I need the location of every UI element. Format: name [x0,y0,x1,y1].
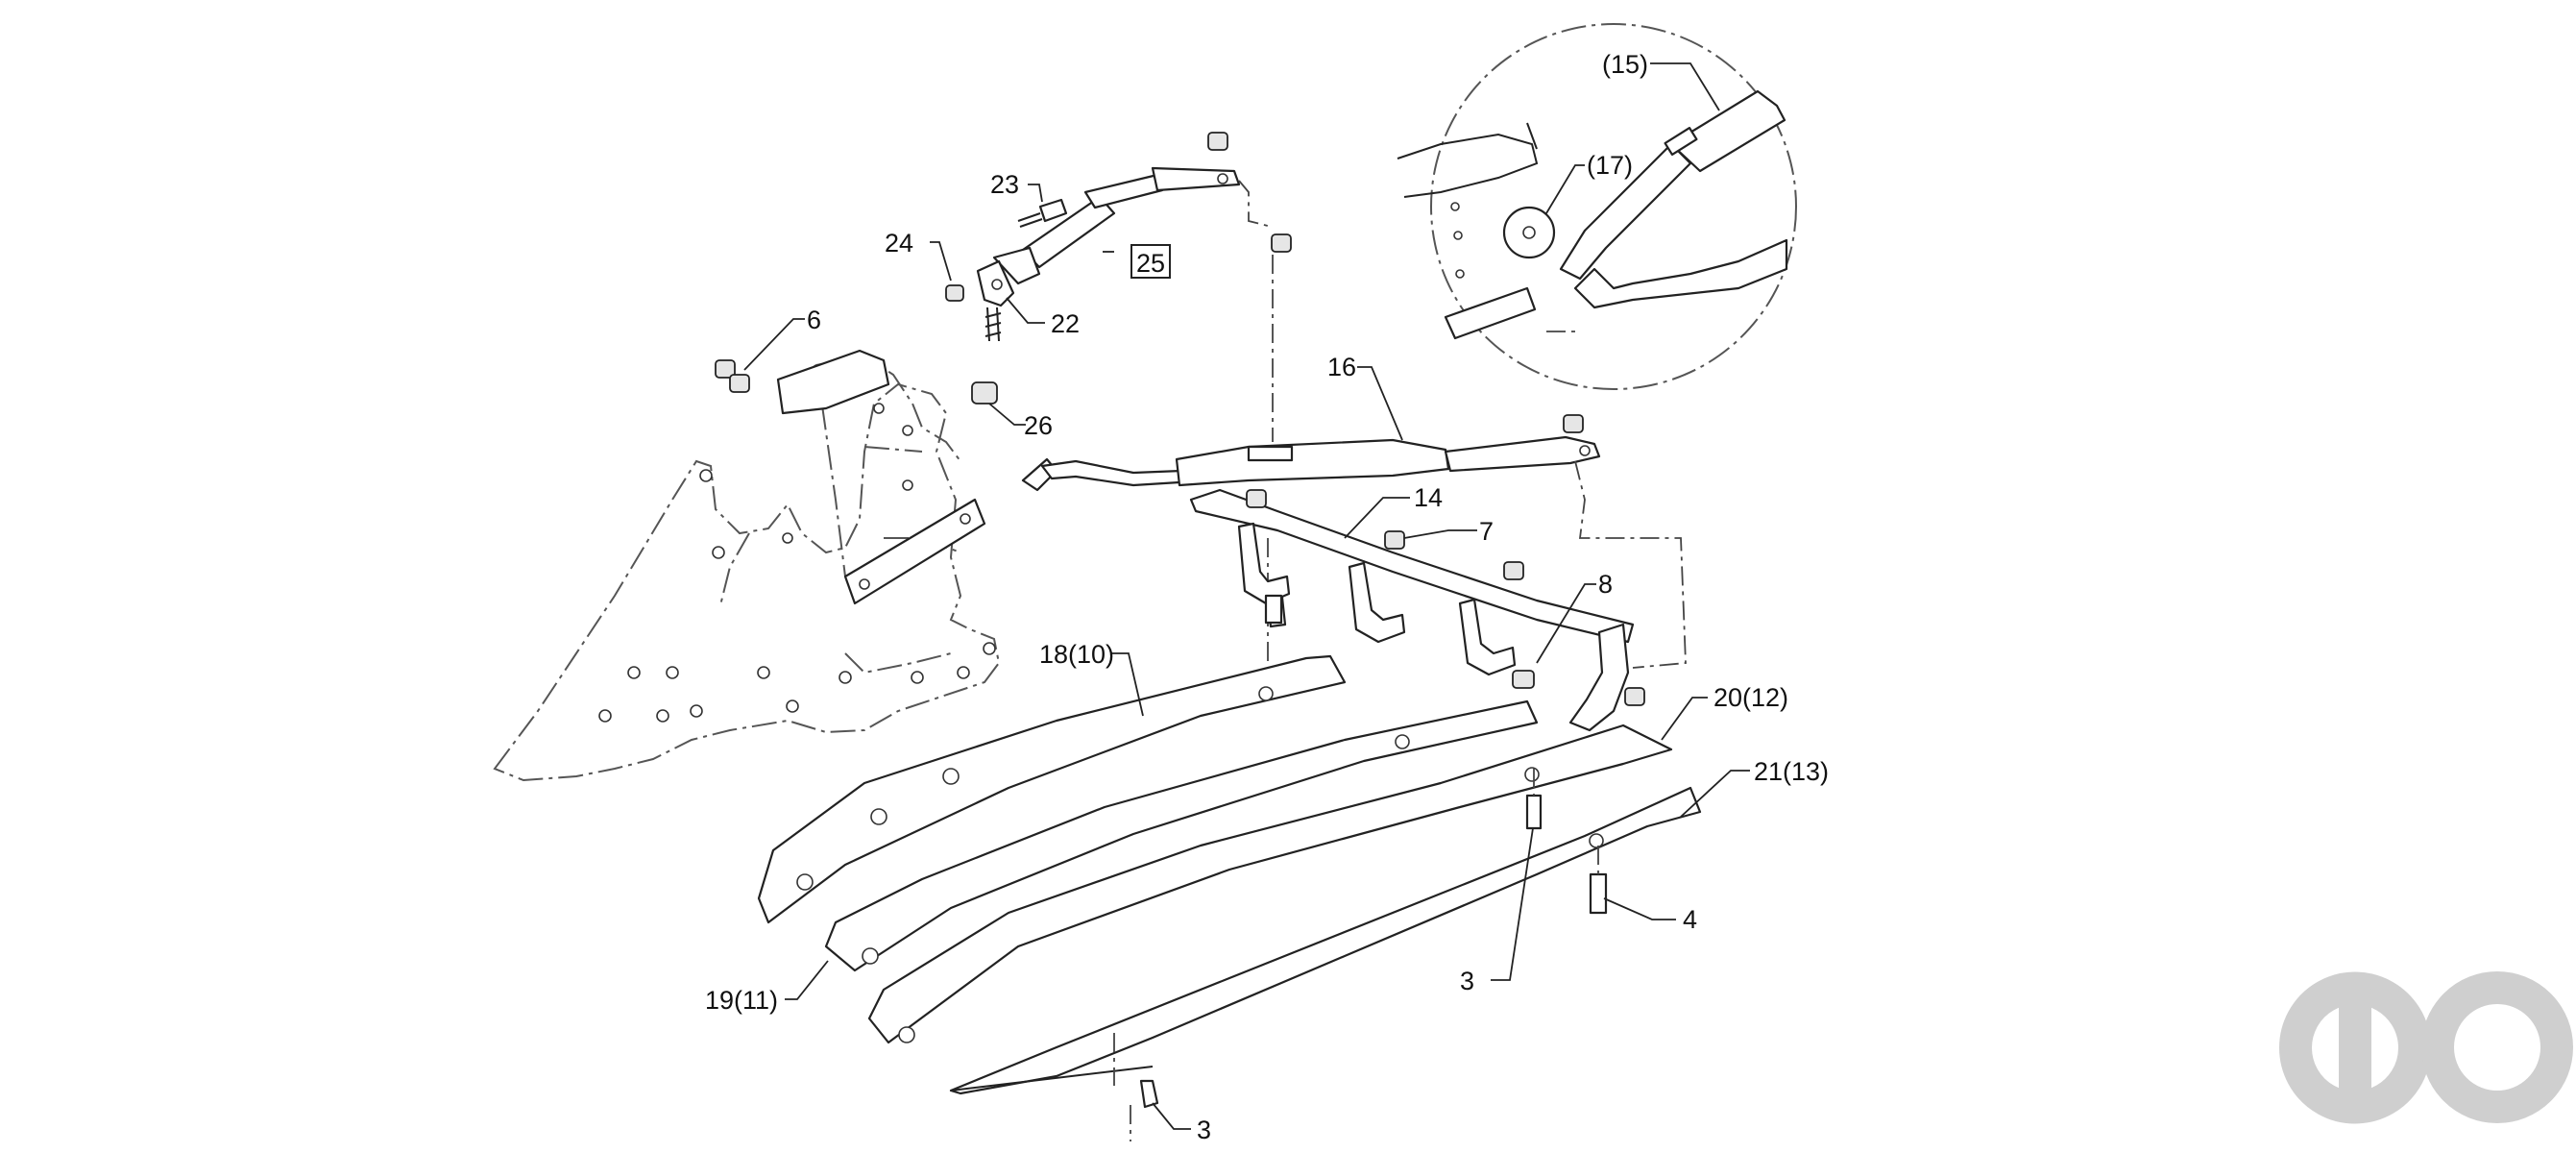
callout-15: (15) [1602,50,1648,79]
callout-22: 22 [1051,309,1080,338]
nut-7 [1384,530,1405,550]
nut-26 [971,381,998,405]
callout-4: 4 [1683,905,1697,934]
callout-19: 19(11) [705,986,778,1015]
callout-25-box [1130,244,1171,279]
nut-top-right [1207,132,1228,151]
nut-8b [1624,687,1645,706]
bolt-3-upper [1525,769,1543,830]
bolt-3-lower [1113,1033,1159,1141]
bolt-6 [715,359,750,393]
callout-18: 18(10) [1039,640,1114,669]
nut-mid [1271,233,1292,253]
bracket-bar-14 [1189,488,1635,732]
blade-20 [867,724,1673,1044]
callout-7: 7 [1479,517,1494,546]
callout-25: 25 [1136,249,1165,278]
callout-16: 16 [1327,353,1356,381]
bolt-14-lower [1264,594,1283,625]
callout-14: 14 [1414,483,1443,512]
callout-24: 24 [885,229,913,258]
nut-7b [1503,561,1524,580]
plough-frame [493,349,1001,782]
brand-logo-mark [2279,971,2573,1124]
callout-23: 23 [990,170,1019,199]
nut-24 [945,284,964,302]
blade-18 [757,654,1347,924]
callout-21: 21(13) [1754,757,1829,786]
bolt-23 [1017,198,1068,228]
blade-21 [949,786,1702,1095]
callout-8: 8 [1598,570,1613,599]
nut-16-end [1563,414,1584,433]
callout-26: 26 [1024,411,1053,440]
nut-7a [1246,489,1267,508]
washer-8 [1512,670,1535,689]
turnbuckle-16 [1021,255,1687,673]
callout-labels: (15) (17) 23 24 25 22 6 26 16 14 7 8 18(… [705,50,1829,1144]
callout-3-lower: 3 [1197,1116,1211,1144]
blade-19 [824,699,1539,972]
callout-3-upper: 3 [1460,967,1474,995]
bolt-4 [1589,846,1608,915]
leader-lines [743,62,1750,1130]
callout-20: 20(12) [1713,683,1788,712]
callout-6: 6 [807,306,821,334]
detail-inset [1397,23,1797,390]
turnbuckle-25 [992,166,1269,285]
callout-17: (17) [1587,151,1633,180]
